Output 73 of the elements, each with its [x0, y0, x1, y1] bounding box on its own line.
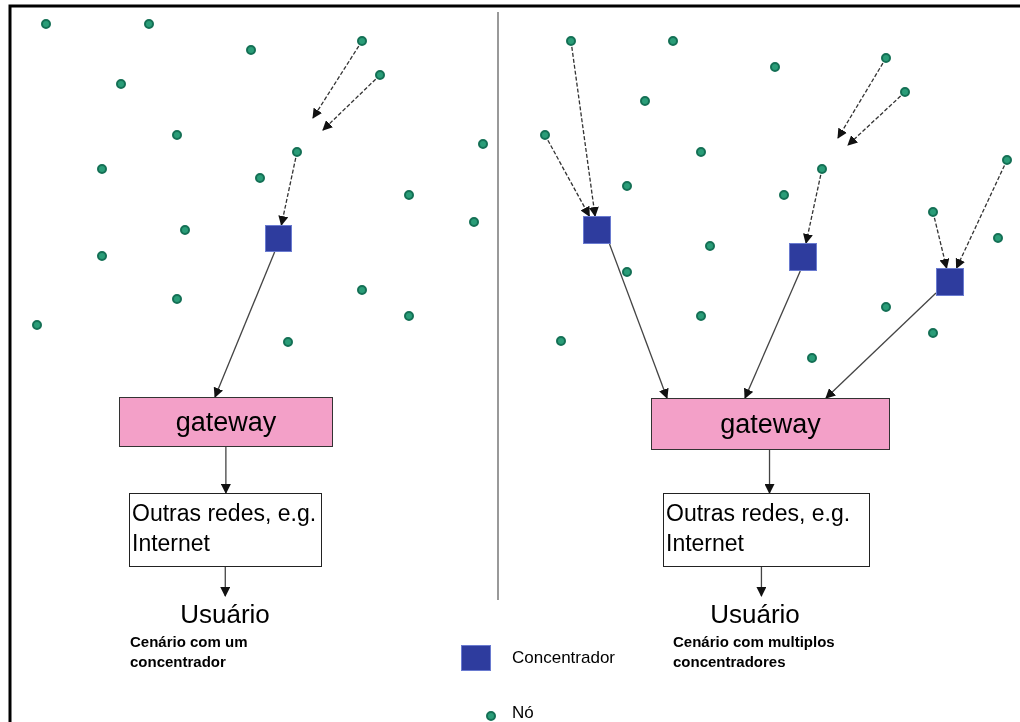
concentrator-square: [789, 243, 817, 271]
node-dot: [807, 353, 817, 363]
node-dot: [817, 164, 827, 174]
arrow: [213, 251, 276, 398]
node-dot: [404, 190, 414, 200]
arrow: [955, 164, 1006, 269]
node-dot: [172, 130, 182, 140]
node-dot: [116, 79, 126, 89]
arrow: [764, 449, 775, 494]
node-dot: [478, 139, 488, 149]
arrow: [825, 292, 937, 399]
node-dot: [900, 87, 910, 97]
gateway-box: gateway: [119, 397, 333, 447]
node-dot: [622, 267, 632, 277]
node-dot: [1002, 155, 1012, 165]
legend-label: Nó: [512, 703, 534, 722]
node-dot: [668, 36, 678, 46]
arrow: [608, 243, 669, 399]
network-box: Outras redes, e.g. Internet: [129, 493, 322, 567]
scenario-caption: Cenário com multiplos concentradores: [673, 632, 836, 672]
arrow: [322, 78, 377, 131]
user-text: Usuário: [170, 596, 280, 632]
node-dot: [404, 311, 414, 321]
arrow: [847, 95, 902, 146]
node-dot: [180, 225, 190, 235]
node-dot: [779, 190, 789, 200]
node-dot: [283, 337, 293, 347]
node-dot: [97, 251, 107, 261]
user-text: Usuário: [700, 596, 810, 632]
node-dot: [469, 217, 479, 227]
arrow: [803, 174, 822, 244]
node-dot: [97, 164, 107, 174]
node-dot: [144, 19, 154, 29]
arrow: [933, 217, 950, 269]
node-dot: [993, 233, 1003, 243]
arrow: [278, 157, 297, 226]
arrow: [756, 566, 767, 597]
node-dot: [640, 96, 650, 106]
node-dot: [357, 36, 367, 46]
concentrator-square: [583, 216, 611, 244]
arrow: [571, 46, 599, 217]
network-box: Outras redes, e.g. Internet: [663, 493, 870, 567]
node-dot: [255, 173, 265, 183]
node-dot: [928, 328, 938, 338]
node-dot: [172, 294, 182, 304]
legend-label: Concentrador: [512, 648, 615, 668]
node-dot: [32, 320, 42, 330]
node-dot: [622, 181, 632, 191]
arrow: [312, 45, 360, 119]
node-dot: [881, 53, 891, 63]
node-dot: [928, 207, 938, 217]
arrow: [220, 446, 231, 494]
concentrator-square: [936, 268, 964, 296]
node-dot: [705, 241, 715, 251]
node-dot: [696, 147, 706, 157]
node-dot: [696, 311, 706, 321]
node-dot: [357, 285, 367, 295]
gateway-box: gateway: [651, 398, 890, 450]
node-dot: [566, 36, 576, 46]
node-dot: [292, 147, 302, 157]
node-dot: [556, 336, 566, 346]
node-dot: [375, 70, 385, 80]
concentrator-square: [265, 225, 292, 252]
arrow: [744, 270, 801, 399]
node-dot: [246, 45, 256, 55]
arrow: [220, 566, 231, 597]
node-dot: [881, 302, 891, 312]
arrow: [837, 62, 884, 139]
arrow: [547, 139, 590, 217]
node-dot: [540, 130, 550, 140]
node-dot: [770, 62, 780, 72]
node-dot: [41, 19, 51, 29]
scenario-caption: Cenário com um concentrador: [130, 632, 249, 672]
